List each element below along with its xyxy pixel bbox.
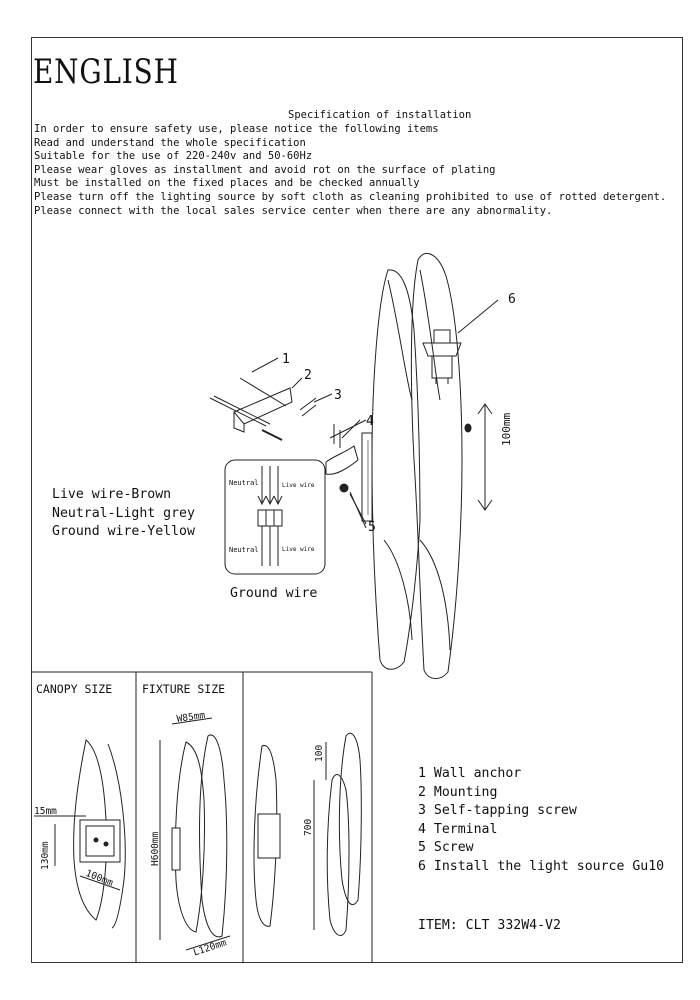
callout-5: 5 [368,520,376,535]
dimension-arrow-100mm [464,403,493,511]
fixture-illustration [361,252,463,679]
spec-line: Must be installed on the fixed places an… [34,177,420,190]
spec-line: Suitable for the use of 220-240v and 50-… [34,150,313,163]
spec-list: In order to ensure safety use, please no… [34,123,666,218]
canopy-dim-15: 15mm [34,806,57,817]
canopy-dim-130: 130mm [40,841,51,870]
page-frame [31,37,683,963]
wire-legend-item: Neutral-Light grey [52,505,195,521]
gu10-bulb-illustration [422,299,499,384]
side-dim-100: 100 [314,744,325,762]
ground-wire-caption: Ground wire [230,586,318,601]
callout-2: 2 [304,368,312,383]
inset-live-bottom: Live wire [282,546,315,553]
wire-legend: Live wire-Brown Neutral-Light grey Groun… [52,486,195,542]
mounting-bracket-illustration [209,357,333,441]
callout-4: 4 [366,414,374,429]
parts-list-item: 5 Screw [418,840,474,855]
side-dim-700: 700 [303,818,314,836]
canopy-size-drawing [34,739,126,929]
wire-legend-item: Live wire-Brown [52,487,172,502]
parts-list-item: 3 Self-tapping screw [418,803,577,818]
page-heading: ENGLISH [33,52,179,92]
parts-list: 1 Wall anchor 2 Mounting 3 Self-tapping … [418,765,664,876]
canopy-size-label: CANOPY SIZE [36,682,113,696]
dimension-100mm: 100mm [500,412,513,446]
parts-list-item: 6 Install the light source Gu10 [418,858,665,874]
spec-line: In order to ensure safety use, please no… [34,123,439,135]
inset-neutral-top: Neutral [229,479,259,487]
callout-3: 3 [334,388,342,403]
inset-neutral-bottom: Neutral [229,546,259,554]
callout-6: 6 [508,292,516,307]
spec-line: Please wear gloves as installment and av… [34,163,496,176]
wire-legend-item: Ground wire-Yellow [52,524,195,539]
inset-live-top: Live wire [282,482,315,489]
fixture-size-label: FIXTURE SIZE [142,682,226,696]
terminal-illustration [325,419,367,525]
spec-line: Read and understand the whole specificat… [34,136,306,149]
spec-line: Please connect with the local sales serv… [34,204,553,217]
callout-1: 1 [282,352,290,367]
wiring-inset [224,459,326,575]
item-code: ITEM: CLT 332W4-V2 [418,918,561,933]
parts-list-item: 4 Terminal [418,821,498,837]
side-view-drawing [253,732,362,936]
fixture-size-drawing [159,717,231,951]
parts-list-item: 1 Wall anchor [418,766,522,781]
spec-line: Please turn off the lighting source by s… [34,190,667,203]
fixture-dim-height: H600mm [150,831,161,866]
spec-title: Specification of installation [288,109,472,121]
parts-list-item: 2 Mounting [418,784,498,800]
